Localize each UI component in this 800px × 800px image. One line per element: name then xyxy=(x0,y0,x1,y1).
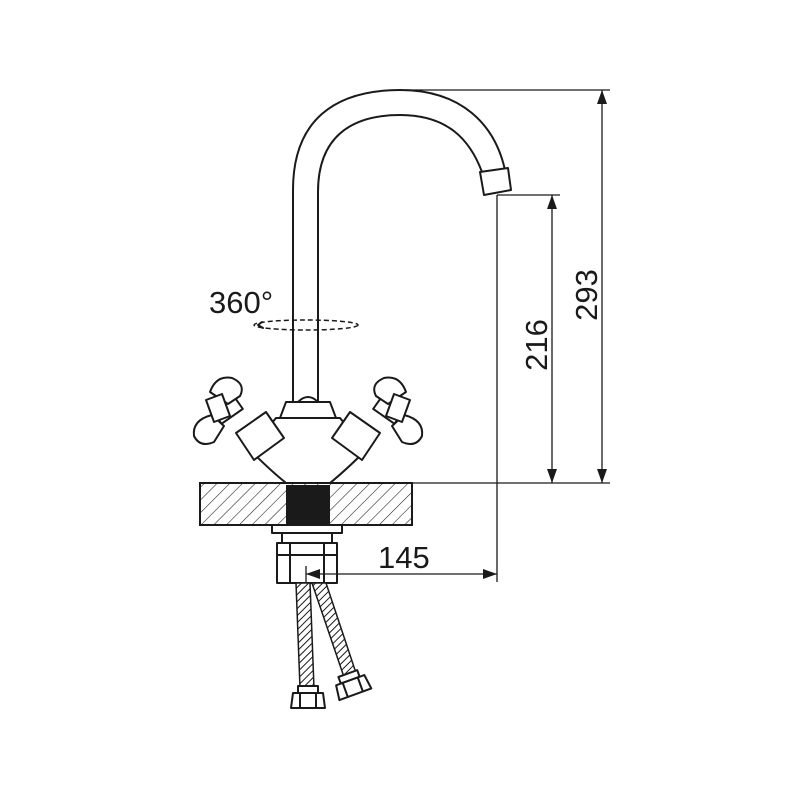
mounting-shank xyxy=(271,485,343,584)
rotation-label: 360° xyxy=(209,285,273,320)
dimension-total-height: 293 xyxy=(405,89,610,483)
flexible-hoses xyxy=(290,582,373,709)
countertop xyxy=(199,482,610,526)
spout-reach-value: 145 xyxy=(378,540,430,575)
total-height-value: 293 xyxy=(569,269,604,321)
dimension-spout-height: 216 xyxy=(497,194,560,483)
dimension-spout-reach: 145 xyxy=(305,195,498,582)
faucet-body xyxy=(235,396,381,484)
hose-nut-left xyxy=(290,685,326,709)
right-cross-handle[interactable] xyxy=(372,376,424,445)
hose-nut-right xyxy=(335,669,373,702)
gooseneck-spout xyxy=(292,89,512,403)
left-cross-handle[interactable] xyxy=(192,376,244,445)
rotation-indicator: 360° xyxy=(209,285,359,331)
spout-height-value: 216 xyxy=(519,319,554,371)
